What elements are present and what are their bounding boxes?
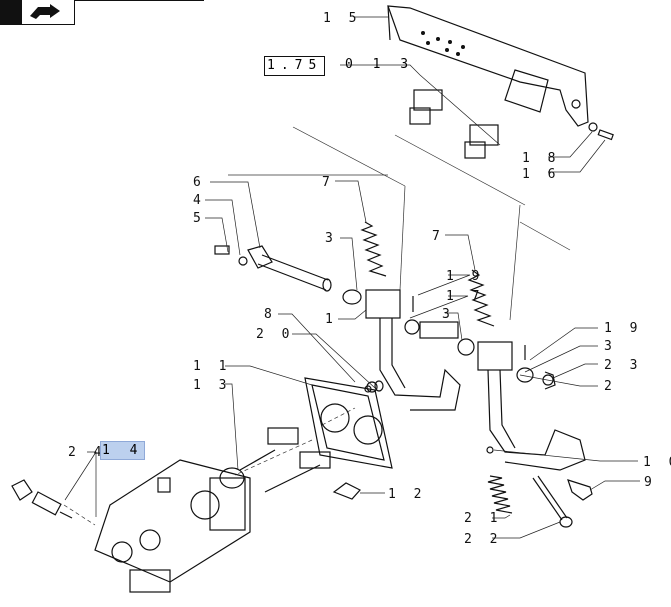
label-4: 4 (193, 193, 206, 208)
leader-lines (64, 16, 640, 539)
label-3a: 3 (325, 231, 338, 246)
label-23: 2 3 (604, 358, 642, 373)
clevis-pin (567, 479, 593, 501)
label-7b: 7 (432, 229, 445, 244)
bolt-washer (588, 122, 614, 141)
pedal-right (477, 341, 586, 471)
label-13: 1 3 (193, 378, 231, 393)
return-springs (360, 221, 495, 327)
label-20: 2 0 (256, 327, 294, 342)
mounting-bracket (387, 5, 589, 127)
reference-suffix: 0 1 3 (345, 57, 415, 72)
label-9: 9 (644, 475, 657, 490)
label-12: 1 2 (388, 487, 426, 502)
navigation-button[interactable] (0, 0, 75, 25)
label-16: 1 6 (522, 167, 560, 182)
pedal-left (342, 289, 475, 411)
label-21: 2 1 (464, 511, 502, 526)
label-1: 1 (325, 312, 338, 327)
clip (332, 482, 361, 500)
label-19a: 1 9 (446, 269, 484, 284)
book-arrow-icon (0, 0, 60, 24)
label-19b: 1 9 (604, 321, 642, 336)
label-15: 1 5 (323, 11, 361, 26)
fittings (11, 479, 73, 519)
label-11: 1 1 (193, 359, 231, 374)
master-cylinder (94, 427, 331, 593)
label-7a: 7 (322, 175, 335, 190)
gasket-plate (304, 377, 393, 469)
pedal-switches (409, 89, 499, 159)
label-3b: 3 (442, 307, 455, 322)
label-6: 6 (193, 175, 206, 190)
label-22: 2 2 (464, 532, 502, 547)
label-2: 2 (604, 379, 617, 394)
header-rule (74, 0, 204, 1)
washers (364, 374, 554, 393)
label-18: 1 8 (522, 151, 560, 166)
label-5: 5 (193, 211, 206, 226)
label-8: 8 (264, 307, 277, 322)
label-24: 2 4 (68, 445, 106, 460)
label-10: 1 0 (643, 455, 671, 470)
label-3c: 3 (604, 339, 617, 354)
part-labels: 1 5 1 8 1 6 6 4 5 7 3 7 1 9 1 7 8 2 0 1 … (68, 11, 671, 547)
highlighted-part-14[interactable]: 1 4 (100, 441, 146, 460)
reference-box[interactable]: 1.75 (264, 56, 326, 76)
pivot-shaft (214, 245, 332, 292)
construction-lines (63, 126, 571, 526)
label-17: 1 7 (446, 289, 484, 304)
